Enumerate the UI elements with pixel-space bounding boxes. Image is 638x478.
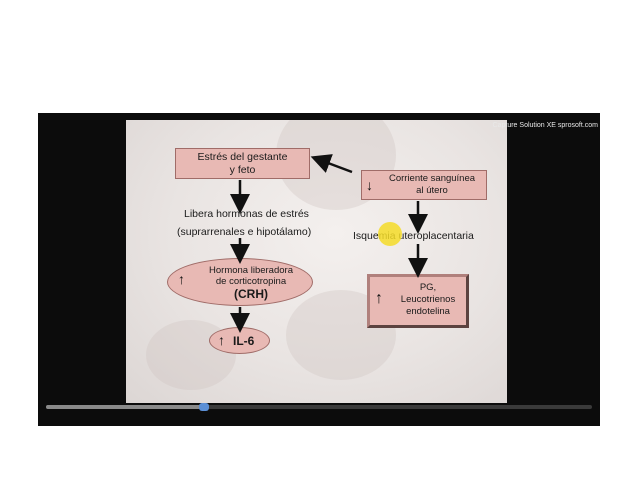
box-pg-leucotrienos: ↑ PG, Leucotrienos endotelina: [367, 274, 469, 328]
corriente-line1: Corriente sanguínea: [388, 173, 476, 184]
progress-track[interactable]: [46, 403, 592, 411]
progress-handle[interactable]: [199, 403, 210, 411]
ellipse-crh: ↑ Hormona liberadora de corticotropina (…: [167, 258, 313, 306]
player-controls-bar: [38, 411, 600, 426]
corriente-line2: al útero: [416, 185, 448, 196]
pg-line3: endotelina: [406, 306, 450, 317]
box-estres-gestante: Estrés del gestante y feto: [175, 148, 310, 179]
box-corriente-sanguinea: ↓ Corriente sanguínea al útero: [361, 170, 487, 200]
crh-line3: (CRH): [234, 287, 268, 301]
text-libera-hormonas: Libera hormonas de estrés: [184, 208, 309, 220]
il6-label: IL-6: [233, 334, 255, 348]
crh-line1: Hormona liberadora: [209, 265, 293, 276]
text-suprarrenales: (suprarrenales e hipotálamo): [177, 226, 312, 238]
crh-line2: de corticotropina: [215, 276, 287, 287]
box-estres-line1: Estrés del gestante: [197, 151, 288, 163]
arrow-down-icon: ↓: [366, 177, 373, 193]
cursor-highlight: [378, 222, 402, 246]
arrow-up-icon: ↑: [375, 290, 383, 307]
arrow-up-icon: ↑: [218, 332, 225, 348]
arrow-corriente-to-estres: [310, 154, 353, 174]
pg-line2: Leucotrienos: [400, 294, 456, 305]
progress-fill: [46, 405, 205, 409]
box-estres-line2: y feto: [229, 164, 256, 176]
pg-line1: PG,: [419, 282, 437, 293]
watermark: Capture Solution XE sprosoft.com: [492, 122, 598, 129]
arrow-up-icon: ↑: [178, 271, 185, 287]
